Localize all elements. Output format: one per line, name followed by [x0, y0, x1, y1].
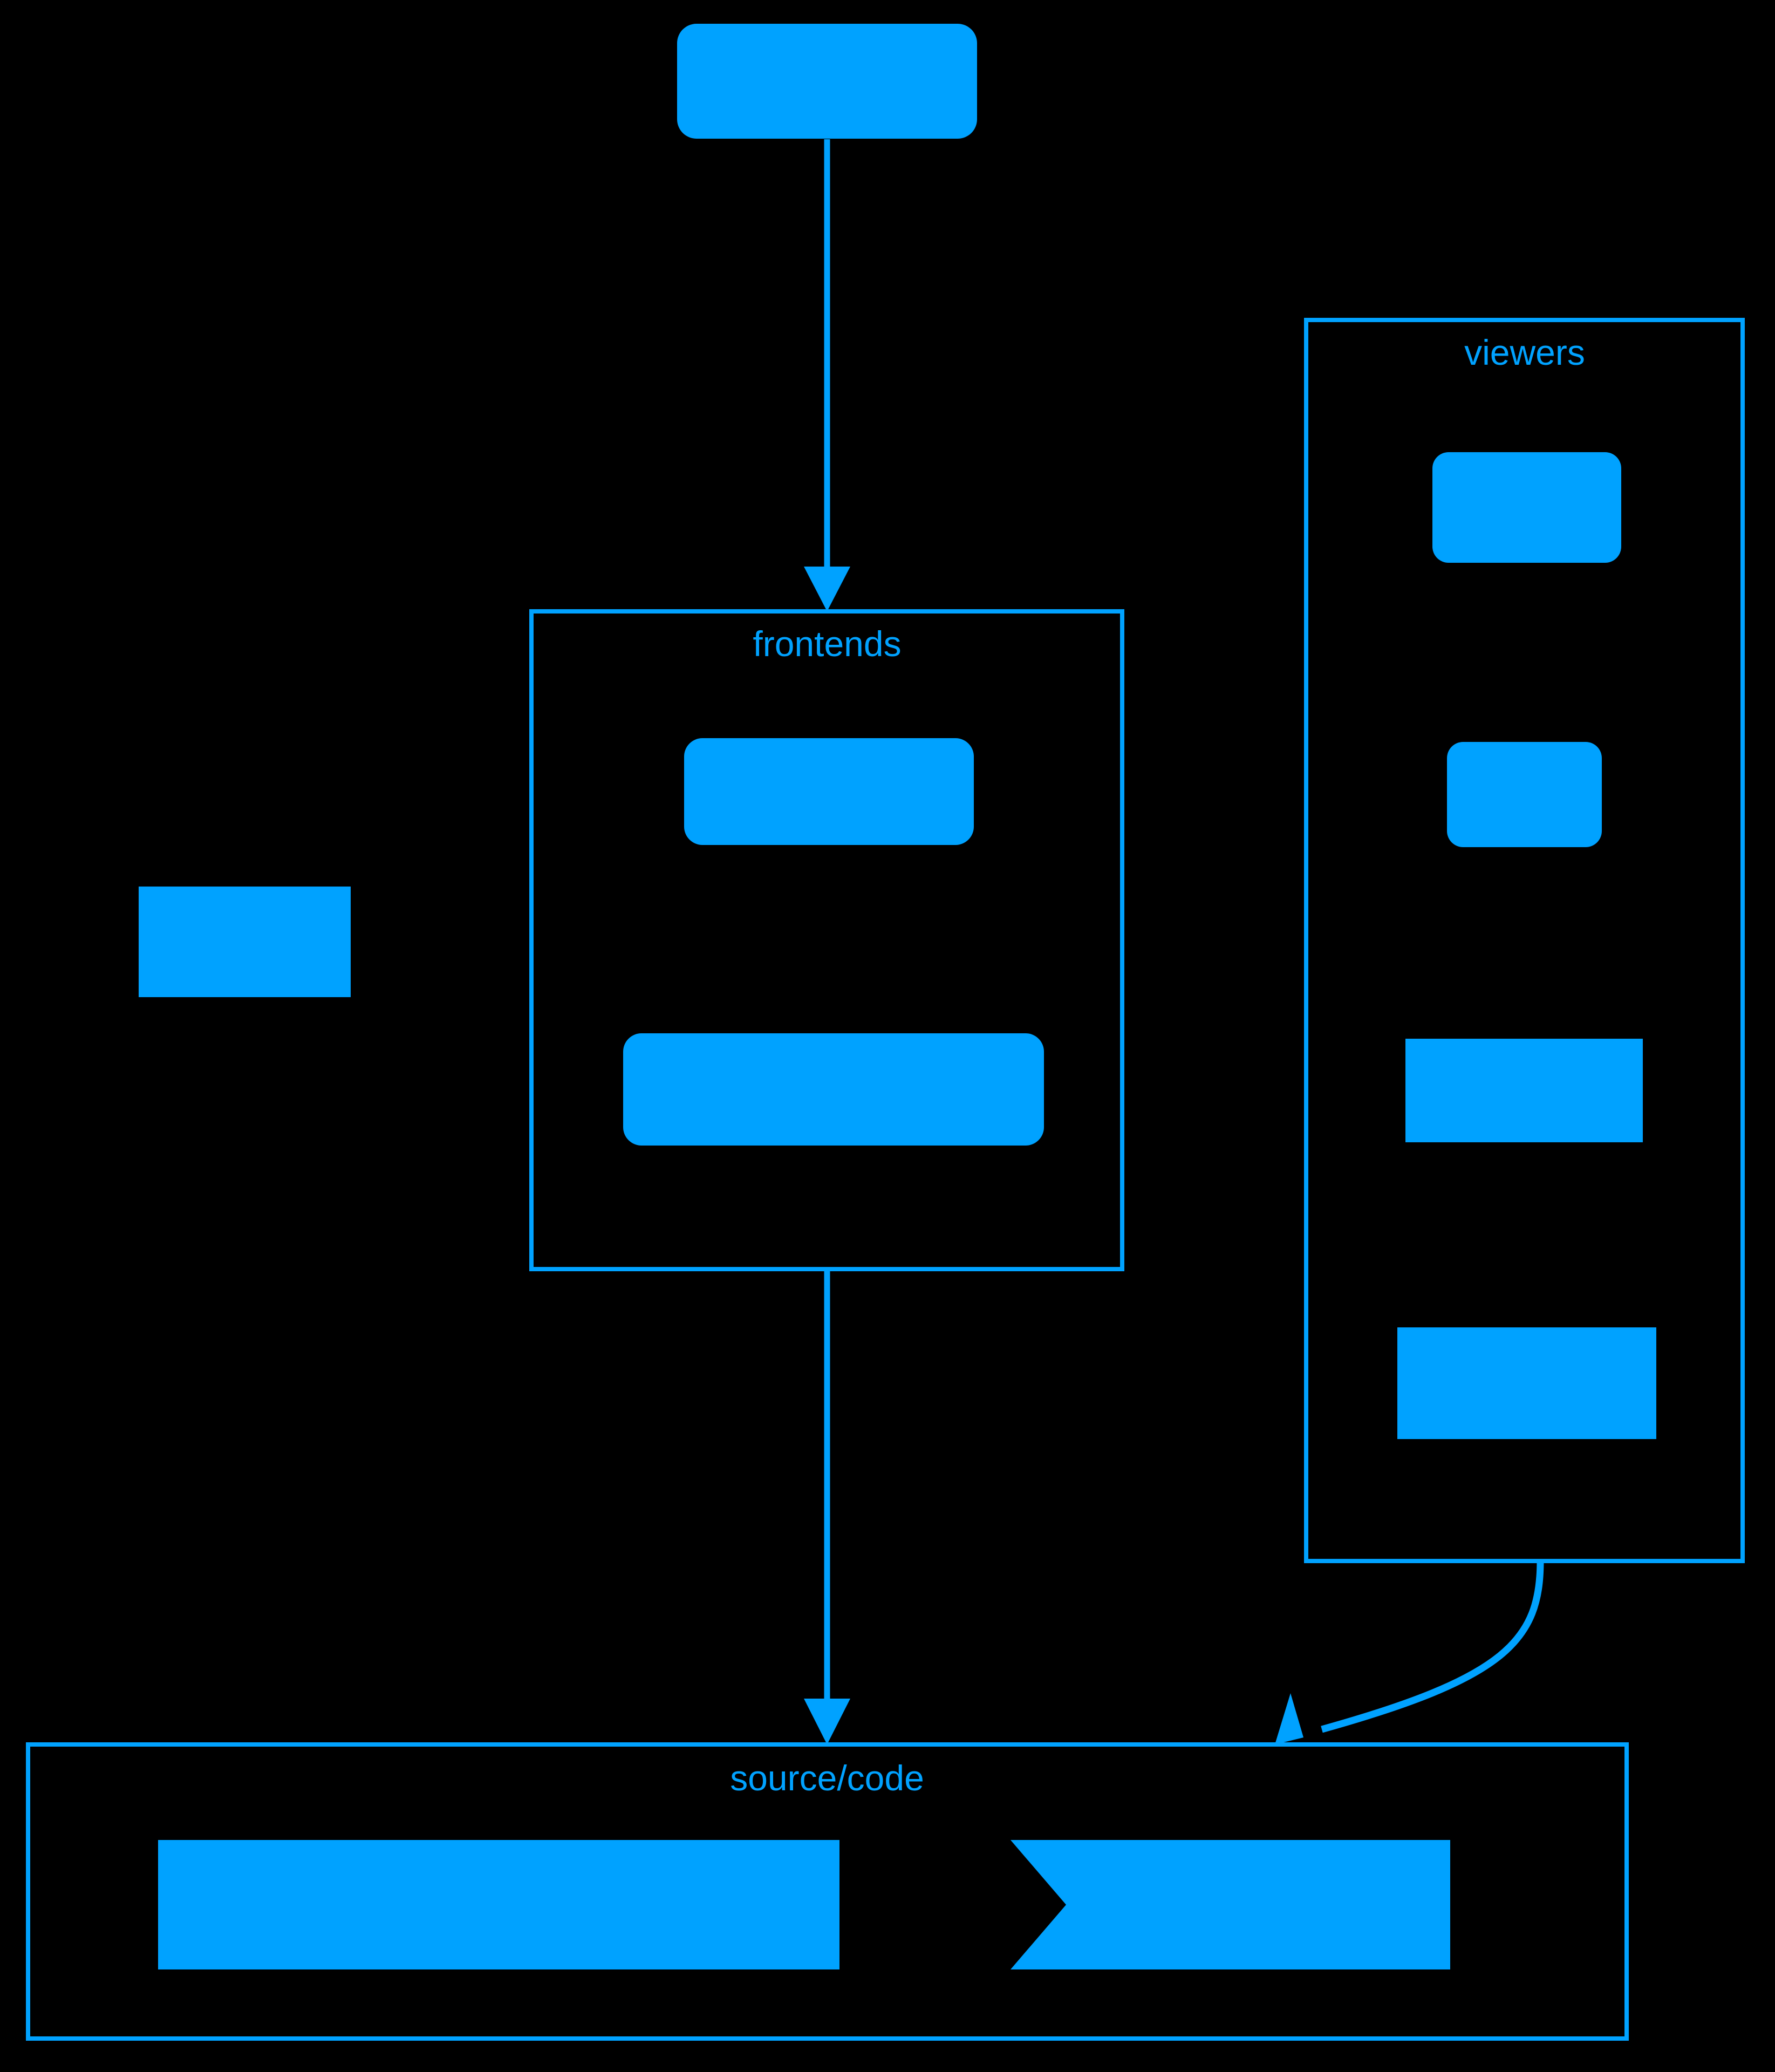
node-viewers-2[interactable] [1447, 742, 1602, 847]
arrowhead-down-icon [804, 567, 850, 611]
node-viewers-1-shape [1432, 452, 1621, 563]
edge-frontends-to-source[interactable] [804, 1269, 850, 1744]
cluster-viewers: viewers [1304, 318, 1745, 1563]
node-frontends-2-shape [623, 1033, 1044, 1146]
edge-top-to-frontends[interactable] [804, 139, 850, 611]
cluster-source-code: source/code [26, 1742, 1629, 2041]
node-viewers-3[interactable] [1405, 1039, 1643, 1142]
arrowhead-down-left-icon [1275, 1693, 1303, 1744]
cluster-source-code-label: source/code [730, 1758, 924, 1798]
node-source-1-shape [158, 1840, 839, 1969]
edge-curve [1321, 1560, 1544, 1733]
node-source-2-shape [1011, 1840, 1450, 1969]
node-source-2[interactable] [1011, 1840, 1450, 1969]
cluster-frontends-label: frontends [753, 624, 901, 664]
node-viewers-4-shape [1397, 1327, 1656, 1439]
arrowhead-down-icon [804, 1699, 850, 1744]
node-frontends-1-shape [684, 738, 974, 845]
node-viewers-2-shape [1447, 742, 1602, 847]
cluster-source-code-border [26, 1742, 1629, 2041]
edges-layer [804, 139, 1544, 1744]
node-viewers-4[interactable] [1397, 1327, 1656, 1439]
nodes-layer [139, 24, 1656, 1969]
edge-viewers-to-source[interactable] [1275, 1560, 1544, 1744]
cluster-viewers-border [1304, 318, 1745, 1563]
node-source-1[interactable] [158, 1840, 839, 1969]
node-frontends-1[interactable] [684, 738, 974, 845]
cluster-viewers-label: viewers [1464, 332, 1585, 372]
cluster-frontends: frontends [529, 609, 1124, 1271]
node-viewers-3-shape [1405, 1039, 1643, 1142]
node-top[interactable] [677, 24, 977, 139]
node-left-standalone[interactable] [139, 887, 351, 997]
node-frontends-2[interactable] [623, 1033, 1044, 1146]
node-top-shape [677, 24, 977, 139]
node-left-standalone-shape [139, 887, 351, 997]
node-viewers-1[interactable] [1432, 452, 1621, 563]
cluster-frontends-border [529, 609, 1124, 1271]
